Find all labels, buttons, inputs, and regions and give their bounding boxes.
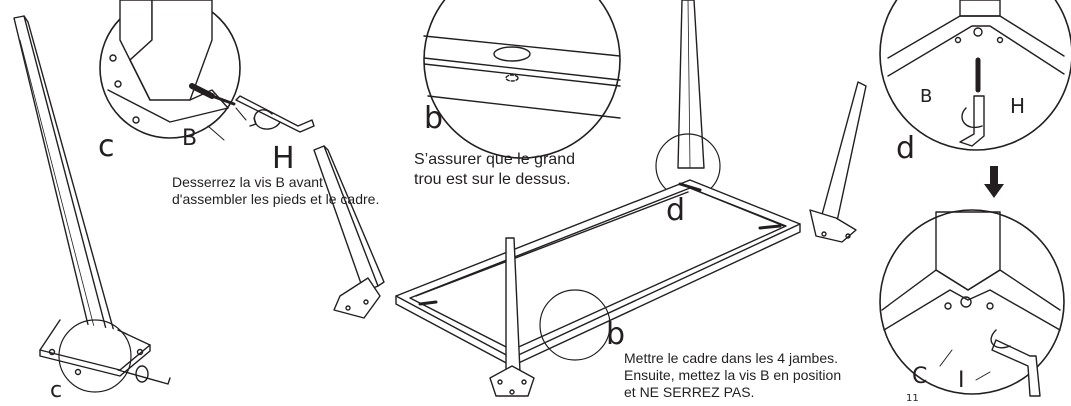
detail-circle-b-frame [539,289,611,361]
arrow-down-icon [984,166,1004,198]
label-b-circle-mid: b [424,101,444,136]
allen-key-bottom [117,365,171,385]
corner-closeup-bottom [881,211,1061,397]
note-loosen: Desserrez la vis B avant d'assembler les… [172,174,379,208]
center-leg [677,0,705,169]
note-hole-line1: S’assurer que le grand [414,151,575,168]
note-loosen-line2: d'assembler les pieds et le cadre. [172,191,380,207]
page-mark: 11 [906,393,919,404]
right-leg [809,81,867,243]
allen-key-h-top [207,95,315,141]
label-d-center: d [666,193,686,228]
label-b-top-left: B [182,126,198,151]
detail-circle-c-right [879,209,1065,395]
label-h-top-left: H [272,141,295,176]
label-i-right: I [958,368,965,393]
rail-closeup [423,35,621,119]
table-frame [395,179,801,367]
note-hole-line2: trou est sur le dessus. [414,171,571,188]
second-leg [313,145,385,319]
label-c-right: C [912,364,928,389]
note-frame: Mettre le cadre dans les 4 jambes. Ensui… [624,350,841,401]
label-h-right: H [1010,94,1026,118]
note-loosen-line1: Desserrez la vis B avant [172,174,323,190]
corner-closeup-top [887,0,1065,147]
label-b-frame: b [606,317,626,352]
detail-circle-c-bottom [58,319,132,393]
detail-circle-b-top [423,0,621,159]
note-frame-line3: et NE SERREZ PAS. [624,384,755,400]
label-b-right: B [920,86,933,107]
front-leg [489,237,535,397]
label-d-right: d [896,131,916,166]
label-c-top: c [98,129,115,164]
leg-base-closeup [107,0,236,124]
note-frame-line1: Mettre le cadre dans les 4 jambes. [624,350,838,366]
note-frame-line2: Ensuite, mettez la vis B en position [624,367,842,383]
label-c-bottom: c [50,378,63,403]
note-hole: S’assurer que le grand trou est sur le d… [414,150,575,190]
